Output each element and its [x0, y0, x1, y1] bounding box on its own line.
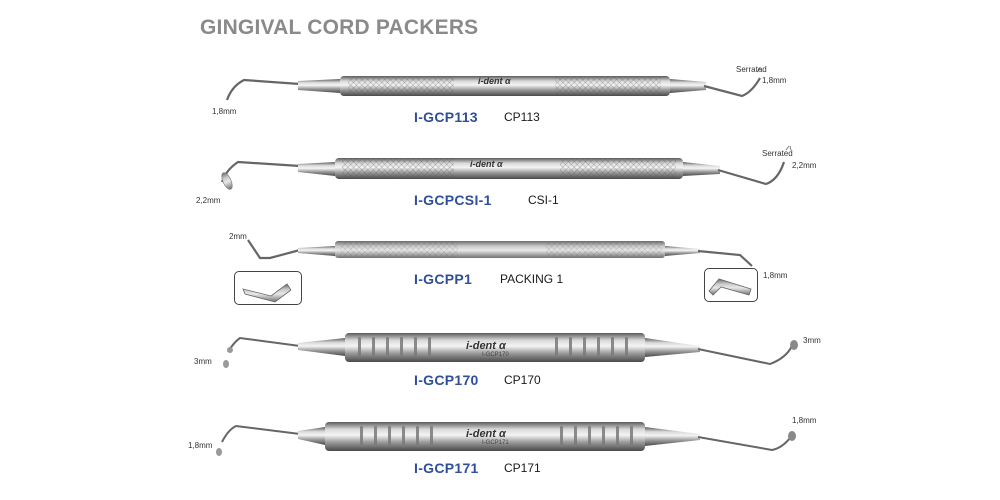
left-tip-size: 2mm	[229, 232, 247, 241]
reference-code: CP170	[504, 373, 541, 387]
serrated-note: Serrated	[736, 65, 767, 74]
left-tip-size: 3mm	[194, 357, 212, 366]
left-tip-detail-image	[242, 283, 292, 303]
page-title: GINGIVAL CORD PACKERS	[200, 16, 479, 39]
handle-engraving: i-dent α	[466, 340, 506, 352]
left-tip-size: 2,2mm	[196, 196, 221, 205]
right-tip-size: 1,8mm	[792, 416, 817, 425]
right-tip-detail-image	[708, 278, 752, 296]
reference-code: CP113	[504, 110, 540, 124]
left-tip-size: 1,8mm	[212, 107, 237, 116]
left-tip-detail-inset	[234, 271, 302, 305]
product-code: I-GCPP1	[414, 271, 473, 287]
serrated-note: Serrated	[762, 149, 793, 158]
left-tip-size: 1,8mm	[188, 441, 213, 450]
handle-engraving: i-dent α	[478, 76, 511, 86]
handle-engraving: i-dent α	[470, 159, 503, 169]
product-code: I-GCP170	[414, 372, 479, 388]
handle-model: I-GCP170	[482, 352, 509, 358]
right-tip-size: 1,8mm	[762, 76, 787, 85]
right-tip-size: 1,8mm	[763, 271, 788, 280]
product-code: I-GCP113	[414, 109, 478, 125]
right-tip-size: 2,2mm	[792, 161, 817, 170]
reference-code: CSI-1	[528, 193, 559, 207]
handle-engraving: i-dent α	[466, 428, 506, 440]
handle-model: I-GCP171	[482, 440, 509, 446]
product-code: I-GCPCSI-1	[414, 192, 492, 208]
reference-code: CP171	[504, 461, 541, 475]
right-tip-detail-inset	[704, 268, 758, 302]
reference-code: PACKING 1	[500, 272, 564, 286]
right-tip-size: 3mm	[803, 336, 821, 345]
product-code: I-GCP171	[414, 460, 479, 476]
